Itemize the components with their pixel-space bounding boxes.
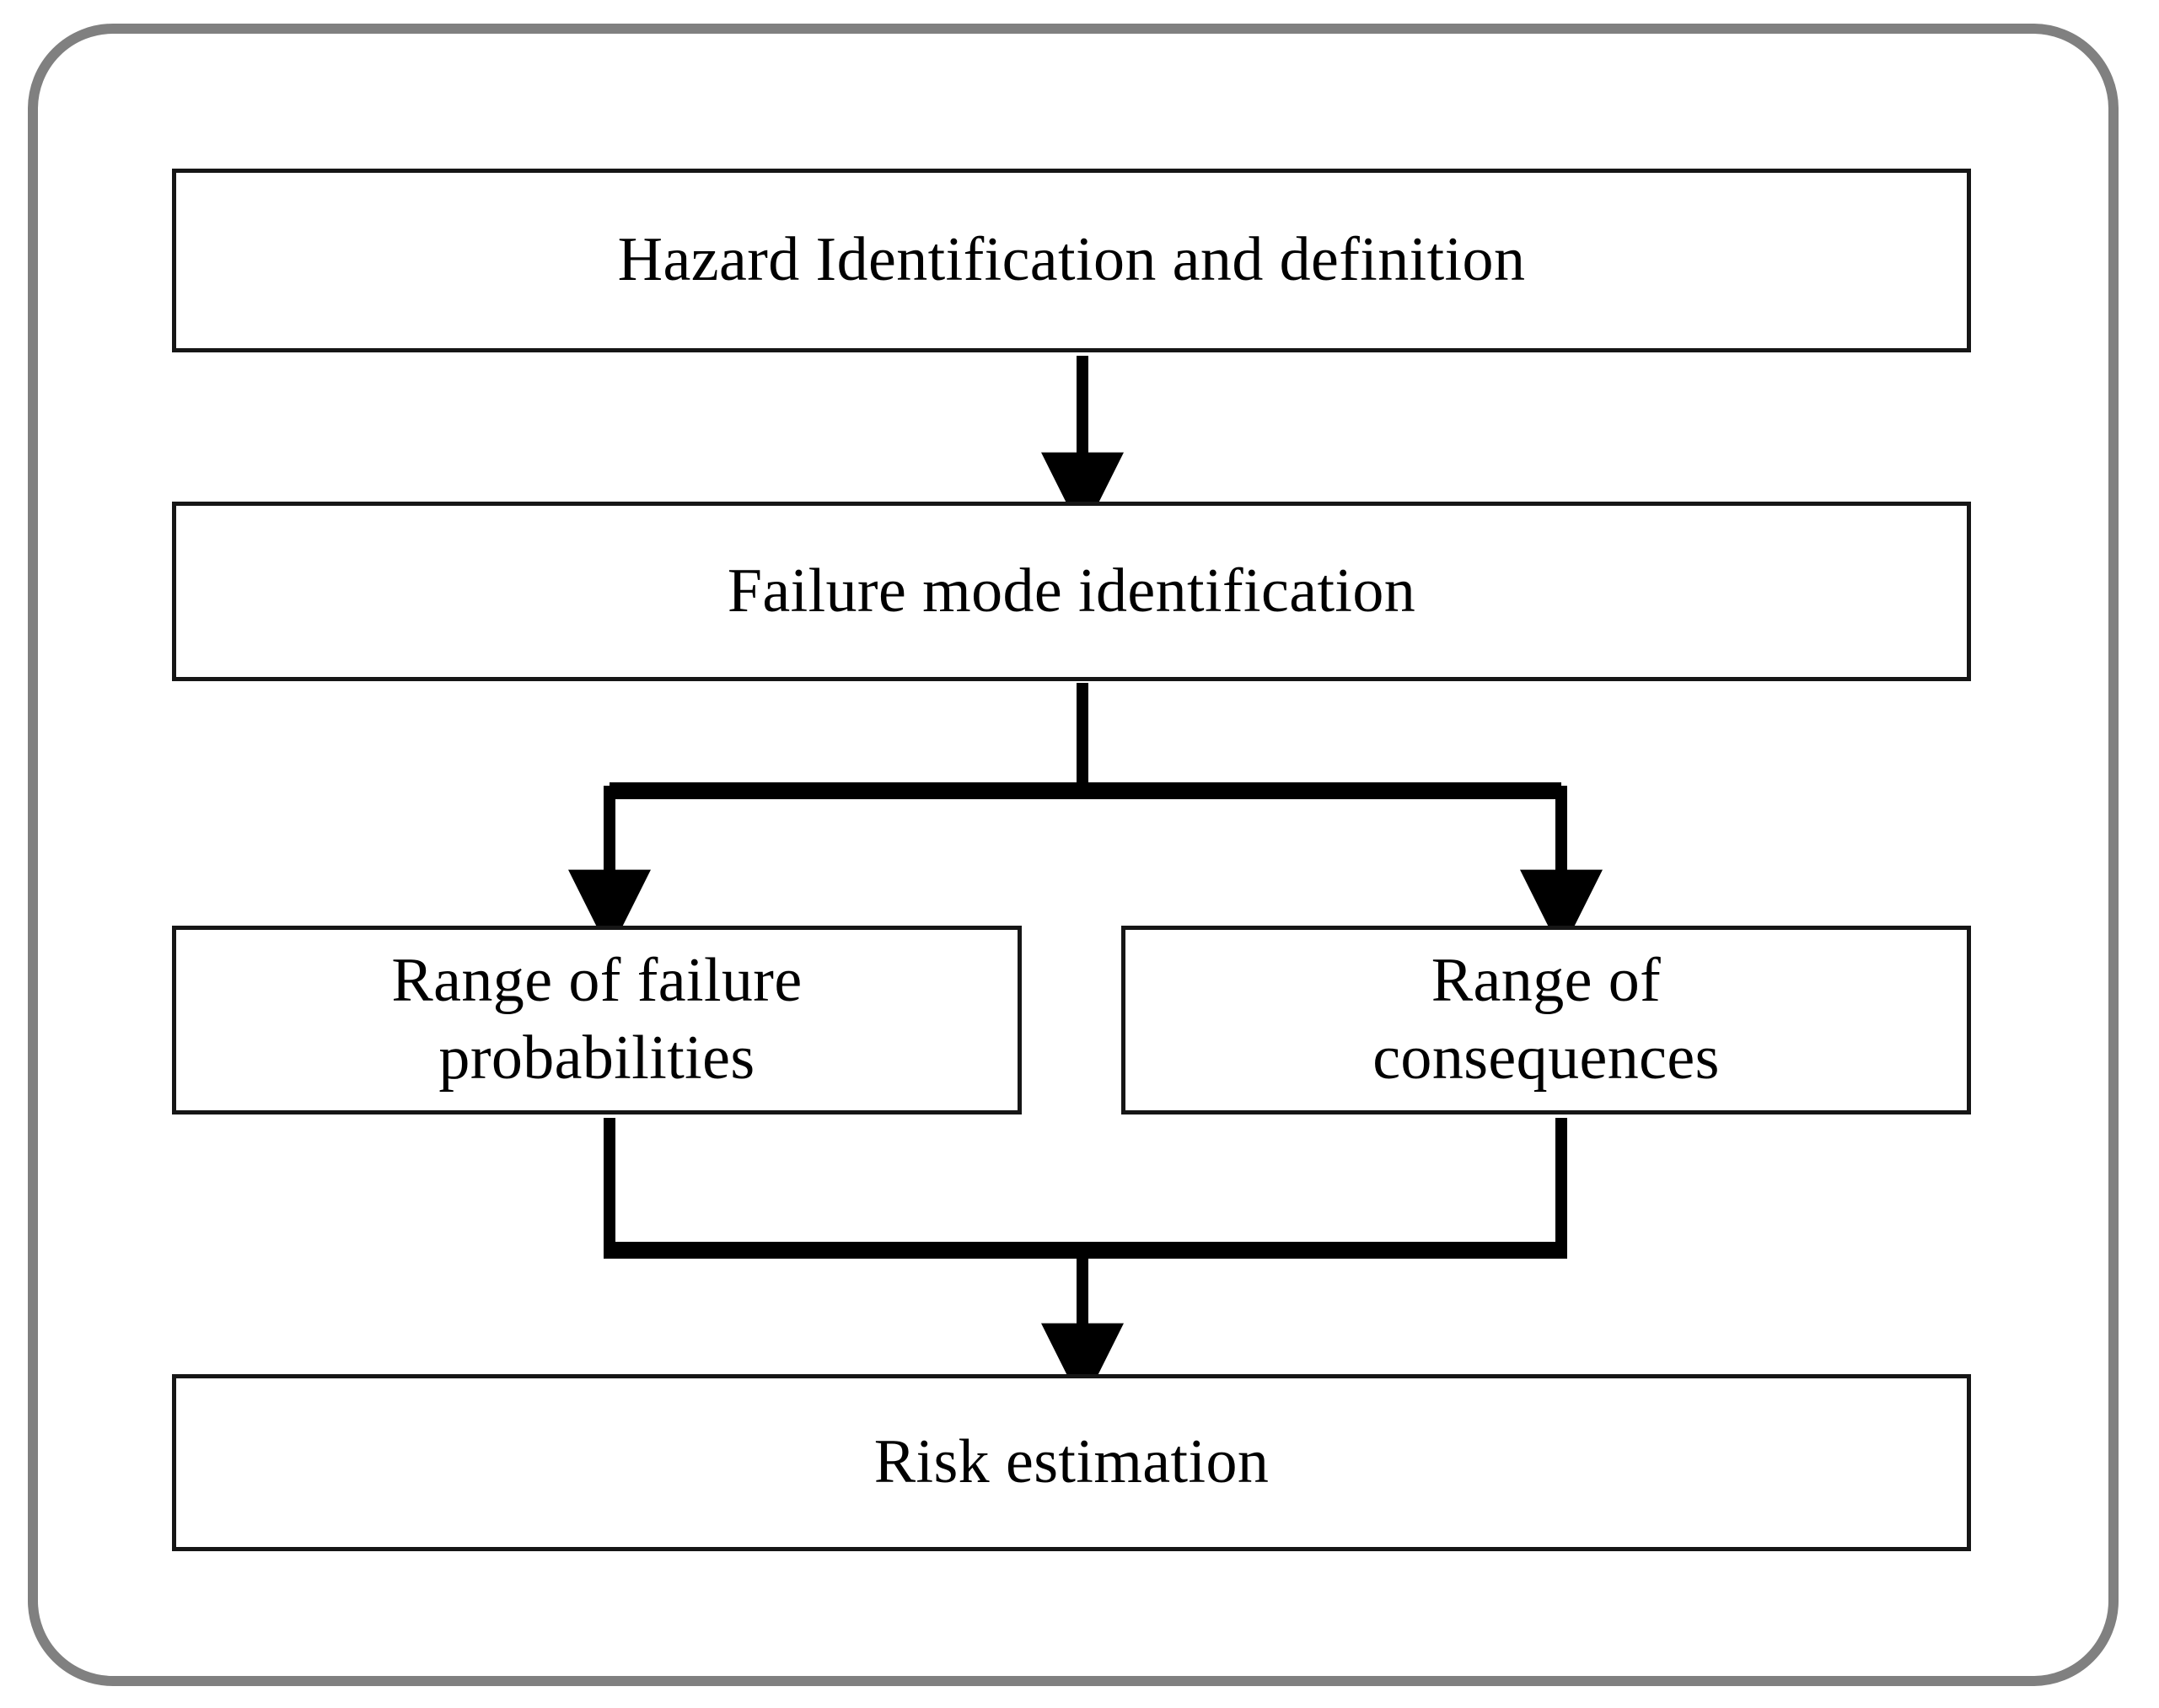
outer-rounded-container <box>28 24 2119 1686</box>
node-hazard-identification[interactable]: Hazard Identification and definition <box>172 169 1971 352</box>
edge-failure-mode-split <box>568 683 1603 953</box>
node-failure-mode-identification-label: Failure mode identification <box>727 556 1416 626</box>
edge-merge-to-risk-estimation <box>604 1118 1567 1406</box>
node-failure-mode-identification[interactable]: Failure mode identification <box>172 502 1971 681</box>
node-range-of-consequences[interactable]: Range of consequences <box>1121 926 1971 1114</box>
node-range-of-failure-probabilities[interactable]: Range of failure probabilities <box>172 926 1022 1114</box>
node-hazard-identification-label: Hazard Identification and definition <box>617 225 1526 295</box>
node-risk-estimation-label: Risk estimation <box>873 1427 1270 1497</box>
node-range-of-consequences-label: Range of consequences <box>1372 946 1720 1093</box>
node-risk-estimation[interactable]: Risk estimation <box>172 1374 1971 1551</box>
node-range-of-failure-probabilities-label: Range of failure probabilities <box>391 946 803 1093</box>
